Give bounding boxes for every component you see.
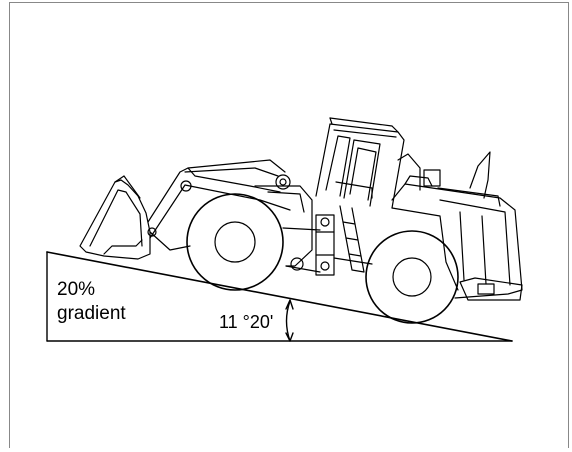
front-wheel [186,193,284,291]
slope-triangle [46,251,513,342]
exhaust-stack [469,151,491,199]
wheel-loader [79,117,523,324]
articulation-joint [315,214,335,276]
gradient-percent-label: 20% [57,279,96,300]
gradient-word-label: gradient [57,303,126,324]
lower-chassis [282,227,373,273]
operator-cab [315,117,405,209]
figure-frame [9,2,569,448]
rear-wheel [365,230,459,324]
slope-angle-label: 11 °20' [219,312,274,332]
angle-dimension-arrow [285,299,294,342]
air-cleaner [397,153,441,191]
lift-arm [147,159,291,251]
front-frame [254,185,313,271]
bucket [79,175,151,260]
counterweight [459,277,523,301]
access-ladder [339,205,365,273]
engine-hood [391,175,523,299]
